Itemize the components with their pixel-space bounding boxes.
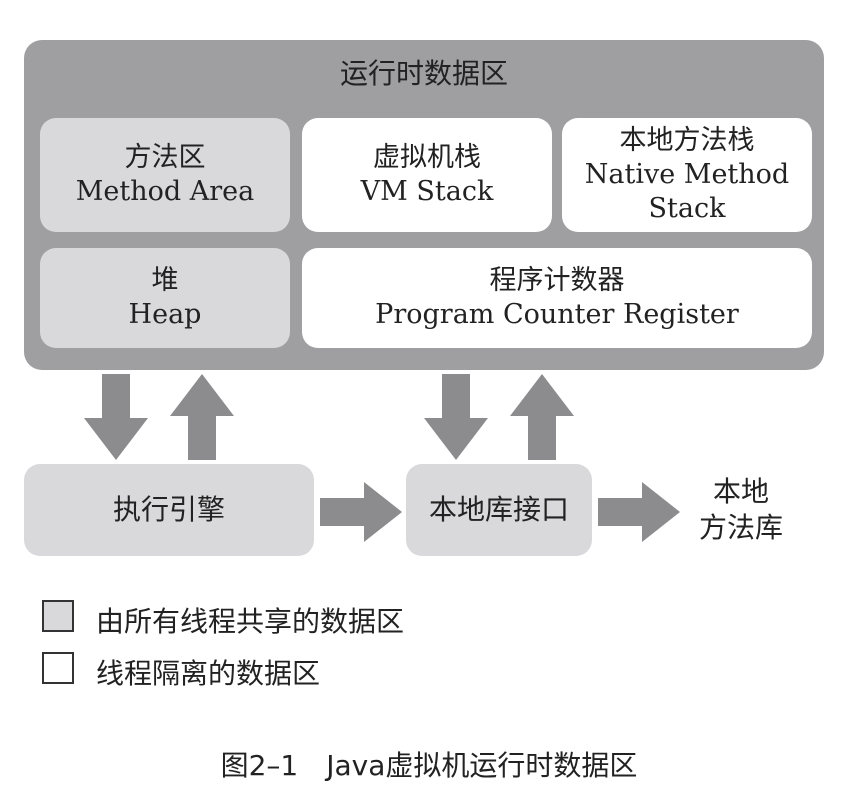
- heap-zh: 堆: [151, 265, 179, 296]
- execution-engine-label: 执行引擎: [112, 493, 225, 526]
- legend-private-swatch: [42, 652, 74, 684]
- heap-en: Heap: [128, 299, 202, 330]
- vm-stack-box: 虚拟机栈 VM Stack: [302, 118, 552, 232]
- native-stack-en2: Stack: [648, 193, 726, 224]
- native-library-line2: 方法库: [698, 511, 783, 544]
- arrow-down-engine-icon: [84, 374, 148, 460]
- runtime-data-area-title: 运行时数据区: [339, 57, 508, 90]
- native-method-library: 本地 方法库: [678, 462, 804, 558]
- arrow-up-engine-icon: [170, 374, 234, 460]
- vm-stack-en: VM Stack: [360, 176, 494, 207]
- native-method-stack-box: 本地方法栈 Native Method Stack: [562, 118, 812, 232]
- native-stack-zh: 本地方法栈: [619, 125, 755, 156]
- pc-register-en: Program Counter Register: [375, 299, 739, 330]
- figure-caption: 图2–1 Java虚拟机运行时数据区: [220, 749, 638, 782]
- native-library-line1: 本地: [712, 475, 769, 508]
- arrow-right-to-interface-icon: [320, 482, 402, 542]
- execution-engine-box: 执行引擎: [24, 464, 314, 556]
- method-area-box: 方法区 Method Area: [40, 118, 290, 232]
- native-interface-box: 本地库接口: [406, 464, 592, 556]
- native-stack-en1: Native Method: [584, 159, 790, 190]
- arrow-right-to-library-icon: [598, 482, 680, 542]
- method-area-zh: 方法区: [124, 142, 206, 173]
- method-area-en: Method Area: [75, 176, 255, 207]
- legend-shared-swatch: [42, 600, 74, 632]
- vm-stack-zh: 虚拟机栈: [373, 142, 481, 173]
- pc-register-zh: 程序计数器: [489, 265, 625, 296]
- arrow-down-interface-icon: [424, 374, 488, 460]
- legend-private-label: 线程隔离的数据区: [96, 657, 321, 690]
- arrow-up-interface-icon: [510, 374, 574, 460]
- pc-register-box: 程序计数器 Program Counter Register: [302, 248, 812, 348]
- heap-box: 堆 Heap: [40, 248, 290, 348]
- native-interface-label: 本地库接口: [428, 493, 569, 526]
- legend-shared-label: 由所有线程共享的数据区: [96, 605, 405, 638]
